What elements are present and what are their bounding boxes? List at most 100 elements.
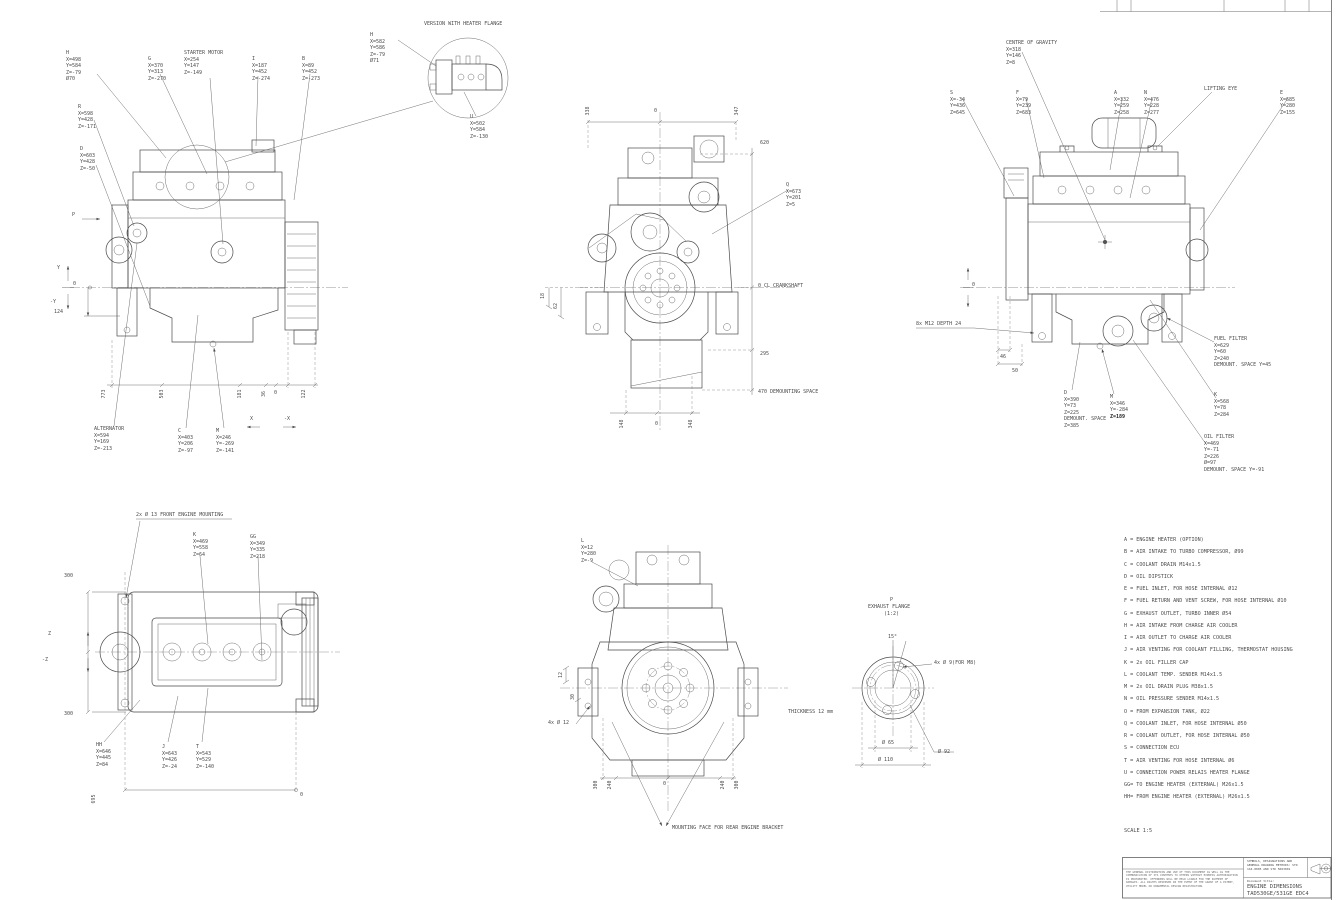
flange-title: EXHAUST FLANGE <box>868 604 911 610</box>
legend-item-l: L = COOLANT TEMP. SENDER M14x1.5 <box>1124 671 1223 678</box>
axis-x-label: X <box>250 416 254 422</box>
label-4x-o12: 4x Ø 12 <box>548 720 570 726</box>
label-h-heater: H X=582 Y=586 Z=-79 Ø71 <box>370 32 386 65</box>
label-m-right: M X=346 Y=-284 <box>1110 394 1129 414</box>
dim-240-rear-r: 240 <box>720 780 726 790</box>
legend-item-gg: GG= TO ENGINE HEATER (EXTERNAL) M26x1.5 <box>1124 782 1244 788</box>
axis-z-label: Z <box>48 631 52 637</box>
label-a-right: A X=332 Y=259 Z=258 <box>1114 90 1130 116</box>
axis-neg-x-label: -X <box>284 416 291 422</box>
legend-item-m: M = 2x OIL DRAIN PLUG M38x1.5 <box>1124 684 1213 690</box>
legend-item-j: J = AIR VENTING FOR COOLANT FILLING, THE… <box>1124 647 1293 654</box>
label-q-front: Q X=673 Y=201 Z=5 <box>786 182 802 208</box>
label-j-top: J X=643 Y=426 Z=-24 <box>162 744 178 770</box>
dim-338: 338 <box>585 106 591 116</box>
dim-124: 124 <box>54 309 64 315</box>
dim-122: 122 <box>301 389 307 399</box>
label-centre-of-gravity: CENTRE OF GRAVITY X=318 Y=146 Z=8 <box>1006 40 1058 66</box>
titleblock-engine-model: TAD530GE/531GE EDC4 <box>1247 890 1309 897</box>
dim-295: 295 <box>760 351 770 357</box>
dim-62: 62 <box>553 302 559 310</box>
connection-legend: A = ENGINE HEATER (OPTION) B = AIR INTAK… <box>1124 537 1293 807</box>
label-thickness: THICKNESS 12 mm <box>788 709 834 715</box>
label-b-side: B X=89 Y=452 Z=-273 <box>302 56 321 82</box>
label-k-top: K X=469 Y=558 Z=64 <box>193 532 209 558</box>
dim-620: 620 <box>760 140 770 146</box>
dim-773: 773 <box>101 389 107 399</box>
label-c-side: C X=403 Y=206 Z=-97 <box>178 428 194 454</box>
axis-neg-y-label: -Y <box>50 299 57 305</box>
label-u-heater: U X=502 Y=584 Z=-130 <box>470 114 489 140</box>
legend-item-n: N = OIL PRESSURE SENDER M14x1.5 <box>1124 696 1220 703</box>
titleblock-standards-note: SYMBOLS, DESIGNATIONS AND GENERAL DRAWIN… <box>1247 859 1298 871</box>
label-l-rear: L X=12 Y=280 Z=-9 <box>581 538 597 564</box>
titleblock-legal-text: THE GENERAL DISTRIBUTION AND USE OF THIS… <box>1126 870 1238 888</box>
legend-item-s: S = CONNECTION ECU <box>1124 745 1180 752</box>
dim-0-top: 0 <box>654 108 658 114</box>
legend-item-hh: HH= FROM ENGINE HEATER (EXTERNAL) M26x1.… <box>1124 794 1250 801</box>
label-m-side: M X=246 Y=-269 Z=-141 <box>216 428 235 454</box>
flange-angle-15: 15° <box>888 634 898 640</box>
label-starter-motor: STARTER MOTOR X=254 Y=147 Z=-149 <box>184 50 224 76</box>
legend-item-d: D = OIL DIPSTICK <box>1124 573 1174 580</box>
dim-36: 36 <box>261 390 267 398</box>
label-lifting-eye: LIFTING EYE <box>1204 86 1238 92</box>
dim-46: 46 <box>1000 354 1007 360</box>
label-r-side: R X=598 Y=428 Z=-171 <box>78 104 97 130</box>
label-hh-top: HH X=646 Y=445 Z=84 <box>96 742 112 768</box>
axis-zero-right: 0 <box>972 282 976 288</box>
dim-30: 30 <box>570 693 576 701</box>
legend-item-e: E = FUEL INLET, FOR HOSE INTERNAL Ø12 <box>1124 586 1238 592</box>
legend-item-g: G = EXHAUST OUTLET, TURBO INNER Ø54 <box>1124 610 1232 617</box>
flange-holes-note: 4x Ø 9(FOR M8) <box>934 660 977 666</box>
legend-item-o: O = FROM EXPANSION TANK, Ø22 <box>1124 708 1210 715</box>
label-gg-top: GG X=349 Y=335 Z=218 <box>250 534 266 560</box>
flange-scale: (1:2) <box>884 611 900 617</box>
view-arrow-p: P <box>72 212 76 218</box>
dim-470-demounting: 470 DEMOUNTING SPACE <box>758 389 819 395</box>
dim-dia-65: Ø 65 <box>882 740 895 746</box>
dim-cl-crankshaft: 0 CL CRANKSHAFT <box>758 283 804 289</box>
dim-348: 348 <box>688 419 694 429</box>
legend-item-u: U = CONNECTION POWER RELAIS HEATER FLANG… <box>1124 769 1250 776</box>
label-i-side: I X=187 Y=452 Z=-274 <box>252 56 271 82</box>
legend-item-r: R = COOLANT OUTLET, FOR HOSE INTERNAL Ø5… <box>1124 733 1250 739</box>
titleblock-doc-label: Document title: <box>1247 879 1275 883</box>
titleblock-drawing-title: ENGINE DIMENSIONS <box>1247 883 1303 890</box>
legend-item-b: B = AIR INTAKE TO TURBO COMPRESSOR, Ø99 <box>1124 549 1244 556</box>
label-f-right: F X=79 Y=239 Z=683 <box>1016 90 1032 116</box>
legend-item-h: H = AIR INTAKE FROM CHARGE AIR COOLER <box>1124 622 1238 629</box>
dim-dia-92: Ø 92 <box>938 749 951 755</box>
dim-50: 50 <box>1012 368 1019 374</box>
label-d-right: D X=390 Y=73 Z=225 DEMOUNT. SPACE Z=385 <box>1064 390 1107 429</box>
legend-item-a: A = ENGINE HEATER (OPTION) <box>1124 537 1204 543</box>
label-mounting-face-rear: MOUNTING FACE FOR REAR ENGINE BRACKET <box>672 825 784 831</box>
label-t-top: T X=543 Y=529 Z=-140 <box>196 744 215 770</box>
dim-12: 12 <box>558 671 564 679</box>
dim-18: 18 <box>540 292 546 300</box>
label-front-engine-mounting: 2x Ø 13 FRONT ENGINE MOUNTING <box>136 512 224 518</box>
legend-item-i: I = AIR OUTLET TO CHARGE AIR COOLER <box>1124 635 1232 641</box>
legend-item-c: C = COOLANT DRAIN M14x1.5 <box>1124 561 1201 568</box>
flange-letter-p: P <box>890 597 894 603</box>
dim-695: 695 <box>91 794 97 804</box>
label-s-right: S X=-34 Y=436 Z=645 <box>950 90 966 116</box>
dim-181: 181 <box>237 389 243 399</box>
label-g-side: G X=370 Y=313 Z=-270 <box>148 56 167 82</box>
legend-item-f: F = FUEL RETURN AND VENT SCREW, FOR HOSE… <box>1124 598 1287 605</box>
dim-0-rear: 0 <box>663 781 667 787</box>
legend-item-k: K = 2x OIL FILLER CAP <box>1124 659 1189 666</box>
label-e-right: E X=685 Y=280 Z=155 <box>1280 90 1296 116</box>
dim-300-rear-l: 300 <box>593 780 599 790</box>
dim-300-top: 300 <box>64 573 74 579</box>
dim-300-bottom: 300 <box>64 711 74 717</box>
dim-zero-side: 0 <box>274 390 278 396</box>
label-h-side: H X=498 Y=584 Z=-79 Ø70 <box>66 50 82 83</box>
dim-148: 148 <box>619 419 625 429</box>
label-n-right: N X=476 Y=228 Z=277 <box>1144 90 1160 116</box>
dim-503: 503 <box>159 389 165 399</box>
scale-note: SCALE 1:5 <box>1124 828 1153 834</box>
label-thread-m12: 8x M12 DEPTH 24 <box>916 321 962 327</box>
